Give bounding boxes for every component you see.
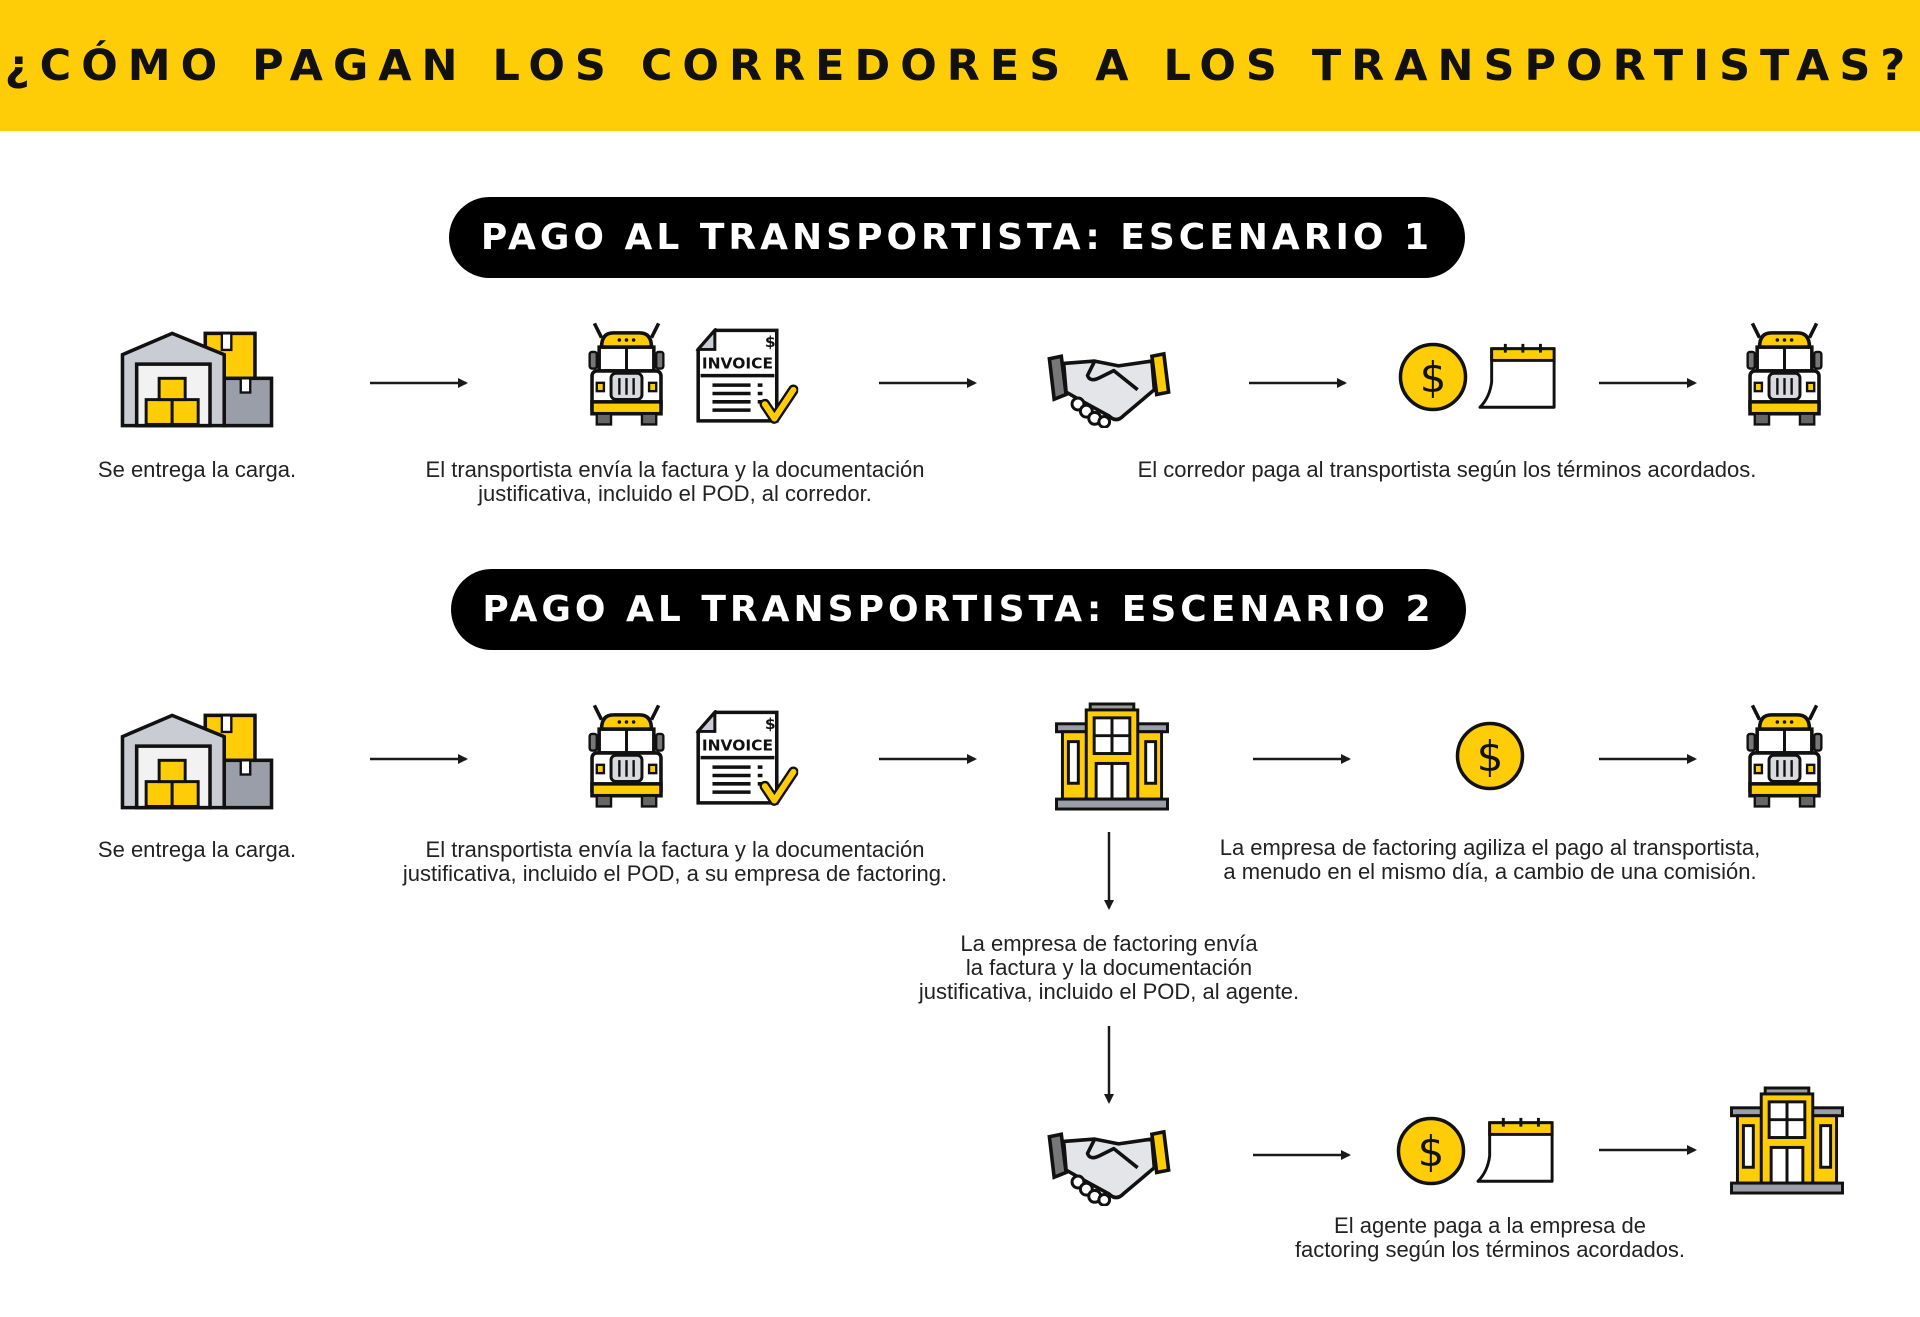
handshake-icon	[1047, 349, 1171, 428]
factoring-payment-text: La empresa de factoring agiliza el pago …	[1220, 836, 1761, 884]
arrow-right	[1253, 754, 1351, 764]
truck-icon	[1742, 703, 1827, 810]
text-line: El transportista envía la factura y la d…	[425, 457, 925, 482]
agent-payment-text: El agente paga a la empresa de factoring…	[1295, 1214, 1685, 1262]
arrow-right	[879, 378, 977, 388]
arrow-right	[1253, 1150, 1351, 1160]
arrow-down	[1104, 1026, 1114, 1104]
dollar-coin-icon	[1395, 1115, 1467, 1187]
header-banner: ¿CÓMO PAGAN LOS CORREDORES A LOS TRANSPO…	[0, 0, 1920, 131]
arrow-right	[370, 378, 468, 388]
invoice-icon: INVOICE	[695, 710, 799, 810]
arrow-down	[1104, 832, 1114, 910]
invoice-label: INVOICE	[702, 354, 773, 372]
arrow-right	[370, 754, 468, 764]
invoice-label: INVOICE	[702, 736, 773, 754]
text-line: justificativa, incluido el POD, al corre…	[478, 481, 872, 506]
text-line: justificativa, incluido el POD, a su emp…	[402, 861, 948, 886]
text-line: justificativa, incluido el POD, al agent…	[918, 979, 1300, 1004]
text-line: la factura y la documentación	[965, 955, 1253, 980]
dollar-coin-icon	[1397, 341, 1469, 413]
truck-icon	[1742, 321, 1827, 428]
step-payment-text: El corredor paga al transportista según …	[1137, 457, 1757, 482]
scenario-2-heading: PAGO AL TRANSPORTISTA: ESCENARIO 2	[451, 569, 1466, 650]
building-icon	[1729, 1086, 1845, 1195]
text-line: El transportista envía la factura y la d…	[425, 837, 925, 862]
text-line: La empresa de factoring envía	[960, 931, 1258, 956]
step-delivery-text: Se entrega la carga.	[97, 457, 297, 482]
arrow-right	[1599, 378, 1697, 388]
arrow-right	[1249, 378, 1347, 388]
arrow-right	[1599, 1145, 1697, 1155]
scenario-1-heading: PAGO AL TRANSPORTISTA: ESCENARIO 1	[449, 197, 1465, 278]
warehouse-icon	[120, 713, 274, 810]
truck-icon	[584, 703, 669, 810]
building-icon	[1054, 702, 1170, 811]
step-delivery-text: Se entrega la carga.	[97, 837, 297, 862]
warehouse-icon	[120, 331, 274, 428]
page-title: ¿CÓMO PAGAN LOS CORREDORES A LOS TRANSPO…	[4, 40, 1916, 91]
invoice-icon: INVOICE	[695, 328, 799, 428]
step-invoice-text: El transportista envía la factura y la d…	[403, 838, 947, 886]
step-invoice-text: El transportista envía la factura y la d…	[426, 458, 925, 506]
handshake-icon	[1047, 1127, 1171, 1206]
factoring-forward-text: La empresa de factoring envía la factura…	[919, 932, 1299, 1004]
truck-icon	[584, 321, 669, 428]
calendar-icon	[1476, 1115, 1556, 1187]
calendar-icon	[1478, 341, 1558, 413]
text-line: La empresa de factoring agiliza el pago …	[1219, 835, 1761, 860]
text-line: factoring según los términos acordados.	[1294, 1237, 1686, 1262]
arrow-right	[1599, 754, 1697, 764]
text-line: a menudo en el mismo día, a cambio de un…	[1223, 859, 1757, 884]
arrow-right	[879, 754, 977, 764]
dollar-coin-icon	[1454, 720, 1526, 792]
text-line: El agente paga a la empresa de	[1334, 1213, 1646, 1238]
